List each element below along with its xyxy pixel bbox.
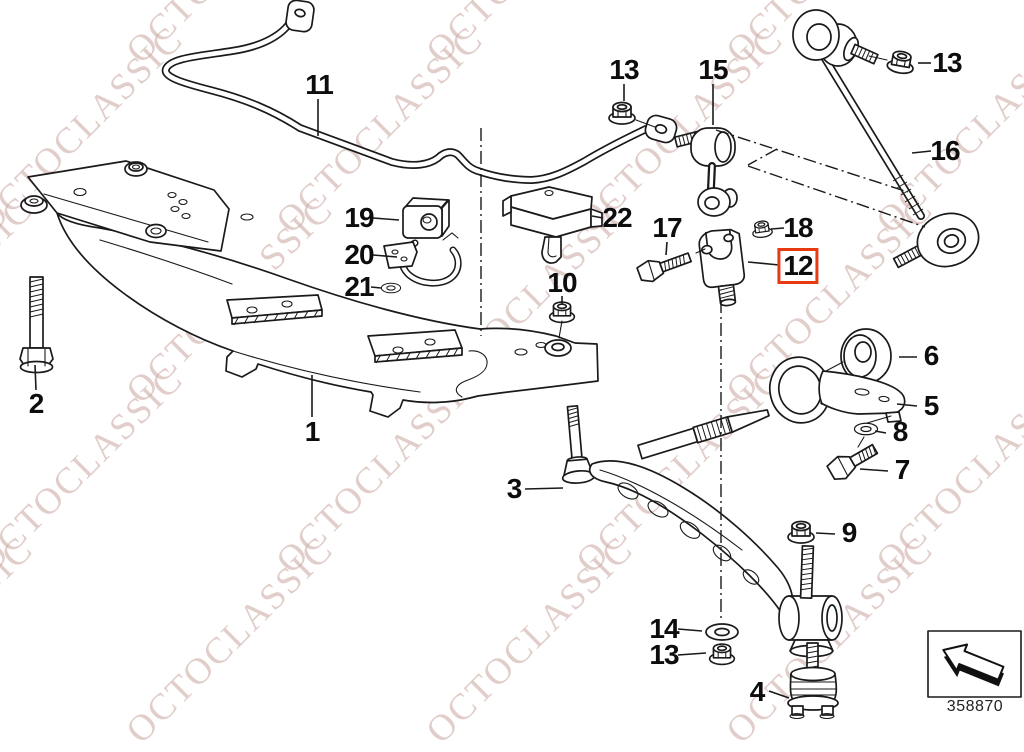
part-label-17[interactable]: 17 (652, 212, 682, 243)
engine-mount-bracket-drawing (502, 186, 603, 264)
part-label-21[interactable]: 21 (344, 271, 374, 302)
part-label-13-lower[interactable]: 13 (649, 639, 679, 670)
stabilizer-bracket-drawing (698, 228, 746, 307)
back-arrow-icon (942, 643, 1005, 687)
diagram-nav-box[interactable] (927, 630, 1022, 698)
wishbone-drawing (561, 404, 843, 658)
sway-bar-link-drawing (792, 9, 980, 269)
subframe-bolt-drawing (19, 276, 54, 374)
front-axle-support-drawing (20, 160, 599, 418)
leader-lines (34, 62, 932, 699)
bracket-bolt-drawing (636, 252, 692, 283)
part-label-19[interactable]: 19 (344, 202, 374, 233)
part-label-12-selected[interactable]: 12 (777, 248, 819, 284)
part-label-11[interactable]: 11 (305, 69, 334, 100)
assembly-axis-lines (480, 128, 926, 622)
part-label-13-top-left[interactable]: 13 (609, 54, 639, 85)
part-label-15[interactable]: 15 (698, 54, 728, 85)
stabilizer-link-drawing (673, 127, 738, 217)
part-label-9[interactable]: 9 (841, 517, 858, 548)
part-label-20[interactable]: 20 (344, 239, 374, 270)
ball-joint-stud-drawing (799, 544, 815, 600)
part-label-4[interactable]: 4 (749, 676, 766, 707)
part-label-7[interactable]: 7 (894, 454, 911, 485)
stabilizer-bar-drawing (161, 0, 678, 184)
part-label-14[interactable]: 14 (649, 613, 679, 644)
part-label-2[interactable]: 2 (28, 388, 45, 419)
part-label-10[interactable]: 10 (547, 267, 577, 298)
part-label-18[interactable]: 18 (783, 212, 813, 243)
diagram-number: 358870 (946, 698, 1004, 715)
part-label-3[interactable]: 3 (506, 473, 523, 504)
part-label-16[interactable]: 16 (930, 135, 960, 166)
bracket-bolt7-drawing (826, 443, 879, 481)
part-label-8[interactable]: 8 (892, 416, 909, 447)
part-label-13-strut-link[interactable]: 13 (932, 47, 962, 78)
ball-joint-drawing (787, 642, 839, 720)
parts-diagram-canvas (19, 0, 1022, 720)
lollipop-bracket-drawing (768, 356, 906, 424)
part-label-6[interactable]: 6 (923, 340, 940, 371)
part-label-1[interactable]: 1 (304, 416, 321, 447)
part-label-22[interactable]: 22 (602, 202, 632, 233)
stabilizer-clamp-drawing (383, 232, 462, 287)
stabilizer-rubber-mount-drawing (402, 197, 450, 239)
part-label-5[interactable]: 5 (923, 390, 940, 421)
